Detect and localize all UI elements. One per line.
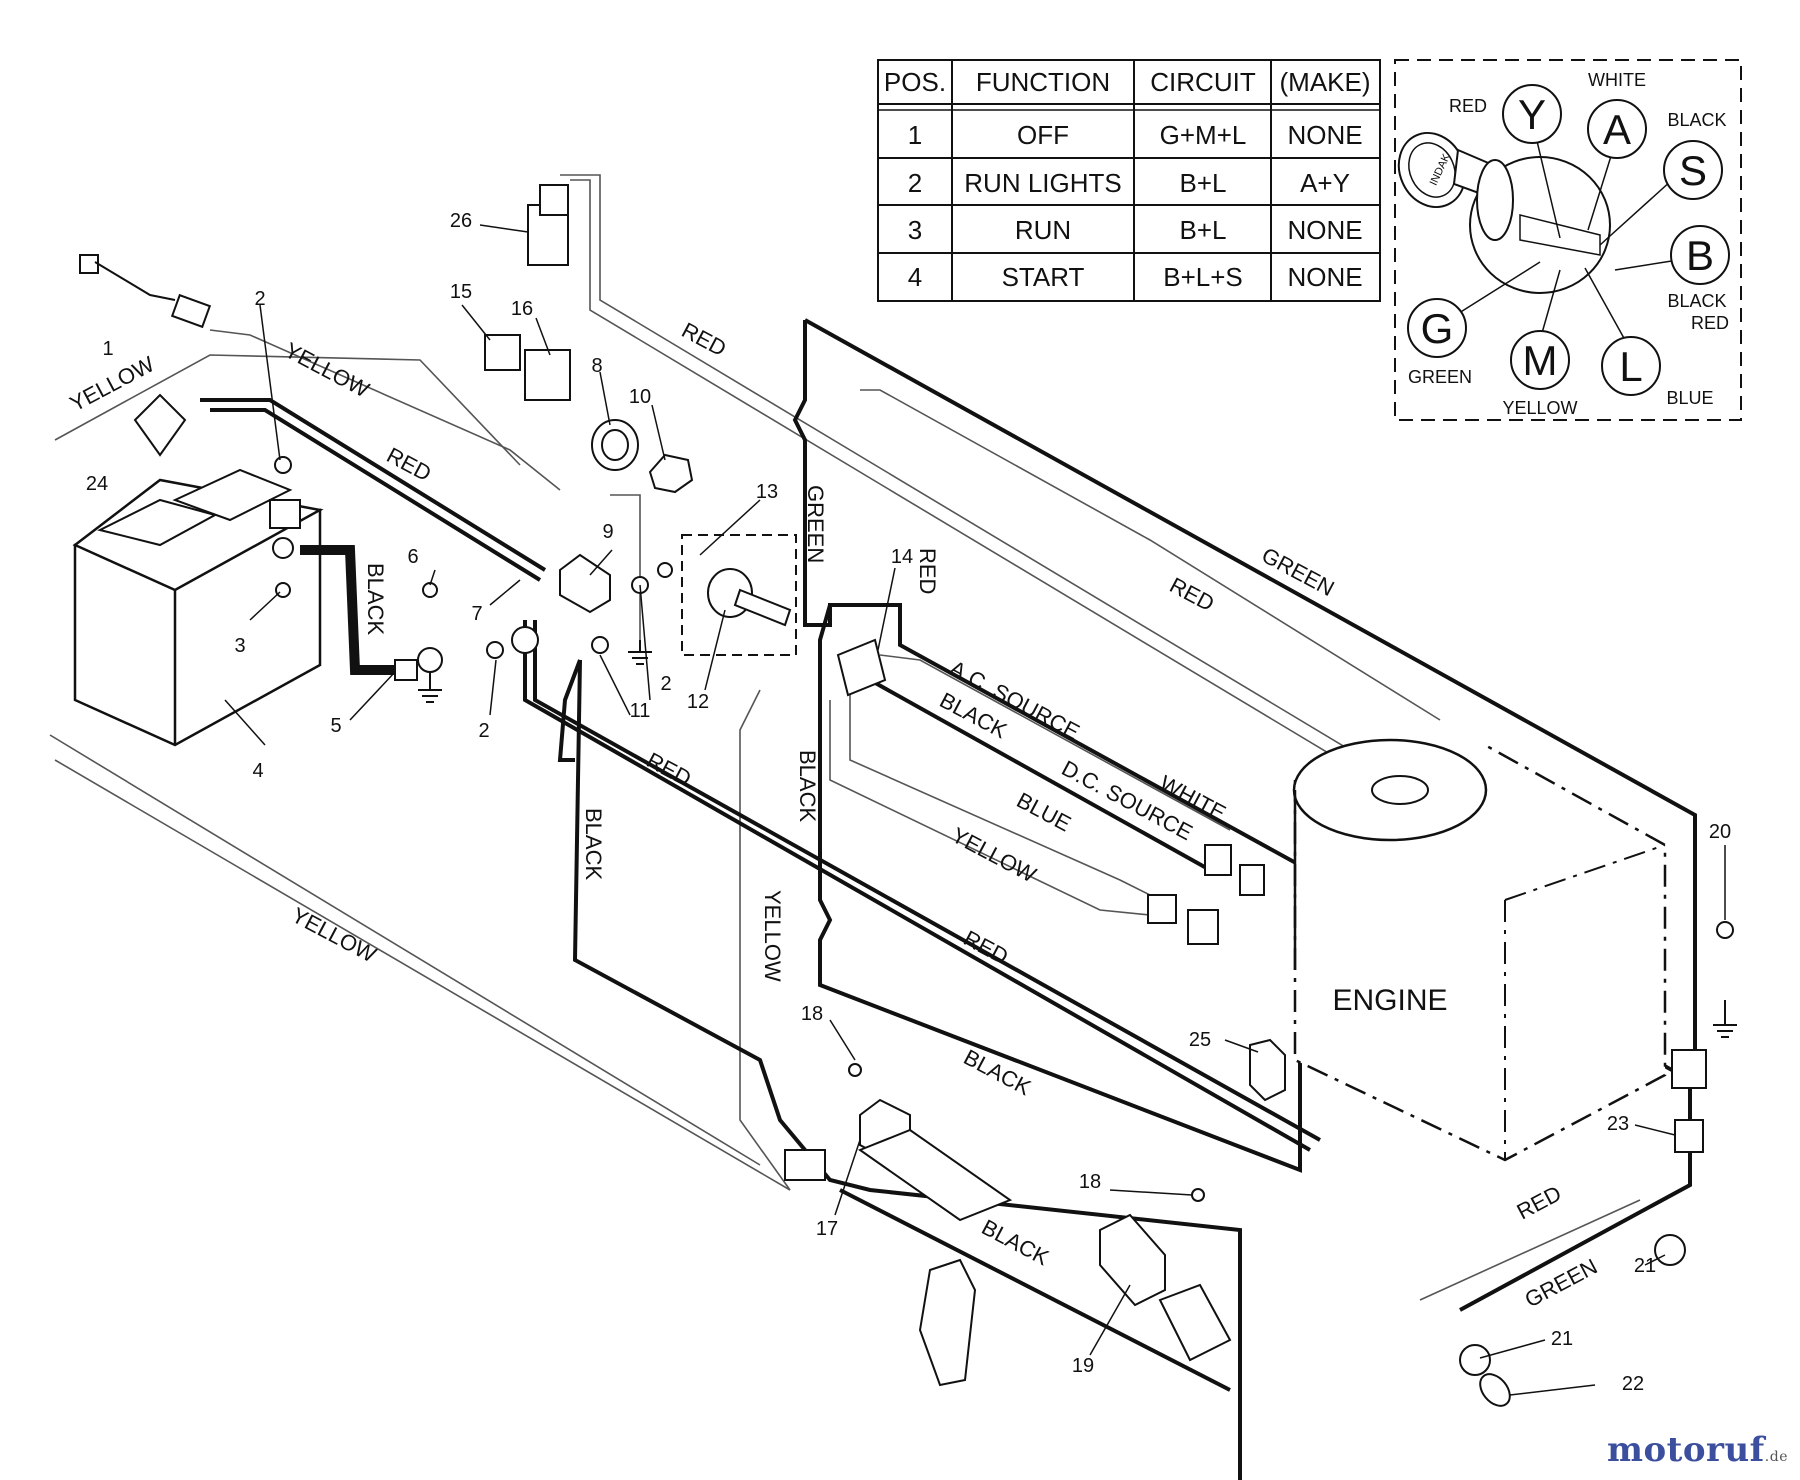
wire-label: BLACK: [581, 808, 606, 880]
table-cell: NONE: [1287, 120, 1362, 150]
part-number: 1: [102, 338, 113, 360]
table-cell: NONE: [1287, 215, 1362, 245]
part-number: 17: [816, 1218, 838, 1240]
table-cell: B+L: [1180, 215, 1227, 245]
wire-label: YELLOW: [288, 902, 381, 967]
watermark-logo: motoruf.de: [1607, 1430, 1788, 1470]
part-number: 24: [86, 473, 108, 495]
terminal-s-color: BLACK: [1667, 110, 1726, 130]
wire-label: YELLOW: [760, 890, 785, 982]
table-cell: NONE: [1287, 262, 1362, 292]
wire-label: BLACK: [978, 1214, 1054, 1270]
table-header-make: (MAKE): [1280, 67, 1371, 97]
table-cell: B+L+S: [1163, 262, 1243, 292]
leader-lines: [224, 224, 1726, 1396]
table-cell: 1: [908, 120, 922, 150]
part-number: 4: [252, 760, 263, 782]
part-number: 2: [254, 288, 265, 310]
part-number: 6: [407, 546, 418, 568]
ignition-switch-detail: INDAK Y A S B G M L RED WHITE BLACK BLAC…: [1394, 59, 1742, 421]
part-number: 15: [450, 281, 472, 303]
part-number: 19: [1072, 1355, 1094, 1377]
terminal-b-color-1: BLACK: [1667, 291, 1726, 311]
terminal-g-color: GREEN: [1408, 367, 1472, 387]
terminal-g: G: [1421, 305, 1454, 352]
terminal-y-color: RED: [1449, 96, 1487, 116]
wire-label: RED: [1513, 1181, 1566, 1225]
battery-cable: [300, 545, 405, 675]
terminal-a: A: [1603, 106, 1631, 153]
terminal-b-color-2: RED: [1691, 313, 1729, 333]
part-number: 10: [629, 386, 651, 408]
wire-label: BLACK: [795, 750, 820, 822]
part-number: 14: [891, 546, 913, 568]
components: [79, 184, 1734, 1407]
part-number: 25: [1189, 1029, 1211, 1051]
table-cell: B+L: [1180, 168, 1227, 198]
part-number: 13: [756, 481, 778, 503]
battery: [72, 468, 324, 747]
terminal-b: B: [1686, 232, 1714, 279]
wire-label: RED: [678, 317, 731, 361]
wire-label: GREEN: [1521, 1254, 1602, 1313]
wire-label: RED: [1166, 572, 1219, 616]
terminal-l-color: BLUE: [1666, 388, 1713, 408]
wire-label: BLUE: [1013, 787, 1075, 836]
function-table: POS. FUNCTION CIRCUIT (MAKE) 1 OFF G+M+L…: [877, 59, 1381, 302]
terminal-s: S: [1679, 147, 1707, 194]
wire-label: RED: [915, 548, 940, 594]
part-number: 7: [471, 603, 482, 625]
wire-label: YELLOW: [66, 351, 159, 416]
terminal-m-color: YELLOW: [1502, 398, 1577, 418]
table-cell: RUN LIGHTS: [964, 168, 1121, 198]
ground-icon: [418, 640, 1737, 1038]
wire-label: YELLOW: [281, 337, 374, 402]
part-number: 20: [1709, 821, 1731, 843]
part-number: 18: [1079, 1171, 1101, 1193]
thin-wires: [49, 174, 1641, 1301]
part-number: 21: [1634, 1255, 1656, 1277]
table-cell: 3: [908, 215, 922, 245]
table-cell: G+M+L: [1160, 120, 1247, 150]
part-number: 9: [602, 521, 613, 543]
part-number: 2: [660, 673, 671, 695]
part-number: 21: [1551, 1328, 1573, 1350]
terminal-y: Y: [1518, 91, 1546, 138]
part-number: 2: [478, 720, 489, 742]
terminal-l: L: [1619, 343, 1642, 390]
table-cell: A+Y: [1300, 168, 1350, 198]
wire-label: YELLOW: [948, 822, 1041, 887]
part-number: 11: [630, 700, 651, 722]
table-header-pos: POS.: [884, 67, 946, 97]
table-header-function: FUNCTION: [976, 67, 1110, 97]
engine-label: ENGINE: [1332, 984, 1447, 1017]
part-number: 3: [234, 635, 245, 657]
battery-cable-end: [394, 659, 418, 681]
part-number: 12: [687, 691, 709, 713]
wire-label: GREEN: [803, 485, 828, 563]
wire-label: BLACK: [363, 563, 388, 635]
part-number: 8: [591, 355, 602, 377]
table-cell: OFF: [1017, 120, 1069, 150]
part-number: 16: [511, 298, 533, 320]
engine-block: ENGINE: [1292, 738, 1667, 1162]
wire-label: RED: [383, 442, 436, 486]
terminal-a-color: WHITE: [1588, 70, 1646, 90]
part-number: 26: [450, 210, 472, 232]
part-numbers: 1 2 24 3 4 5 6 7 2 26 15 16 8 10 9 13 14…: [86, 210, 1731, 1395]
part-number: 18: [801, 1003, 823, 1025]
table-cell: RUN: [1015, 215, 1071, 245]
table-cell: 4: [908, 262, 922, 292]
part-number: 23: [1607, 1113, 1629, 1135]
table-cell: 2: [908, 168, 922, 198]
part-number: 5: [330, 715, 341, 737]
terminal-m: M: [1523, 337, 1558, 384]
part-number: 22: [1622, 1373, 1644, 1395]
table-header-circuit: CIRCUIT: [1150, 67, 1256, 97]
table-cell: START: [1002, 262, 1085, 292]
